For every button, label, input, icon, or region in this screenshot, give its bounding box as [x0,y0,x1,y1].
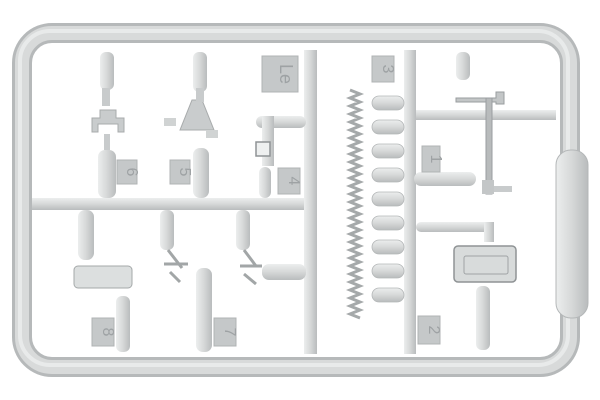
part-1-assembly [414,52,512,195]
sprue-tag: Le [276,64,296,84]
side-runner [555,149,589,319]
part-7-assembly [160,210,306,352]
part-number-6: 6 [123,168,140,177]
part-number-7: 7 [221,328,238,337]
part-number-4: 4 [285,177,302,186]
part-number-8: 8 [99,328,116,337]
part-2-assembly [416,222,517,350]
part-number-2: 2 [425,326,442,335]
part-5-assembly [164,52,218,198]
part-4-assembly [255,55,306,198]
part-number-1: 1 [427,155,444,164]
part-8-assembly [73,210,133,352]
part-number-5: 5 [176,168,193,177]
part-6-assembly [91,52,138,198]
part-number-labels: 1 2 3 4 5 6 7 8 Le [99,64,444,337]
part-number-3: 3 [379,65,396,74]
part-3-assembly [345,55,405,320]
